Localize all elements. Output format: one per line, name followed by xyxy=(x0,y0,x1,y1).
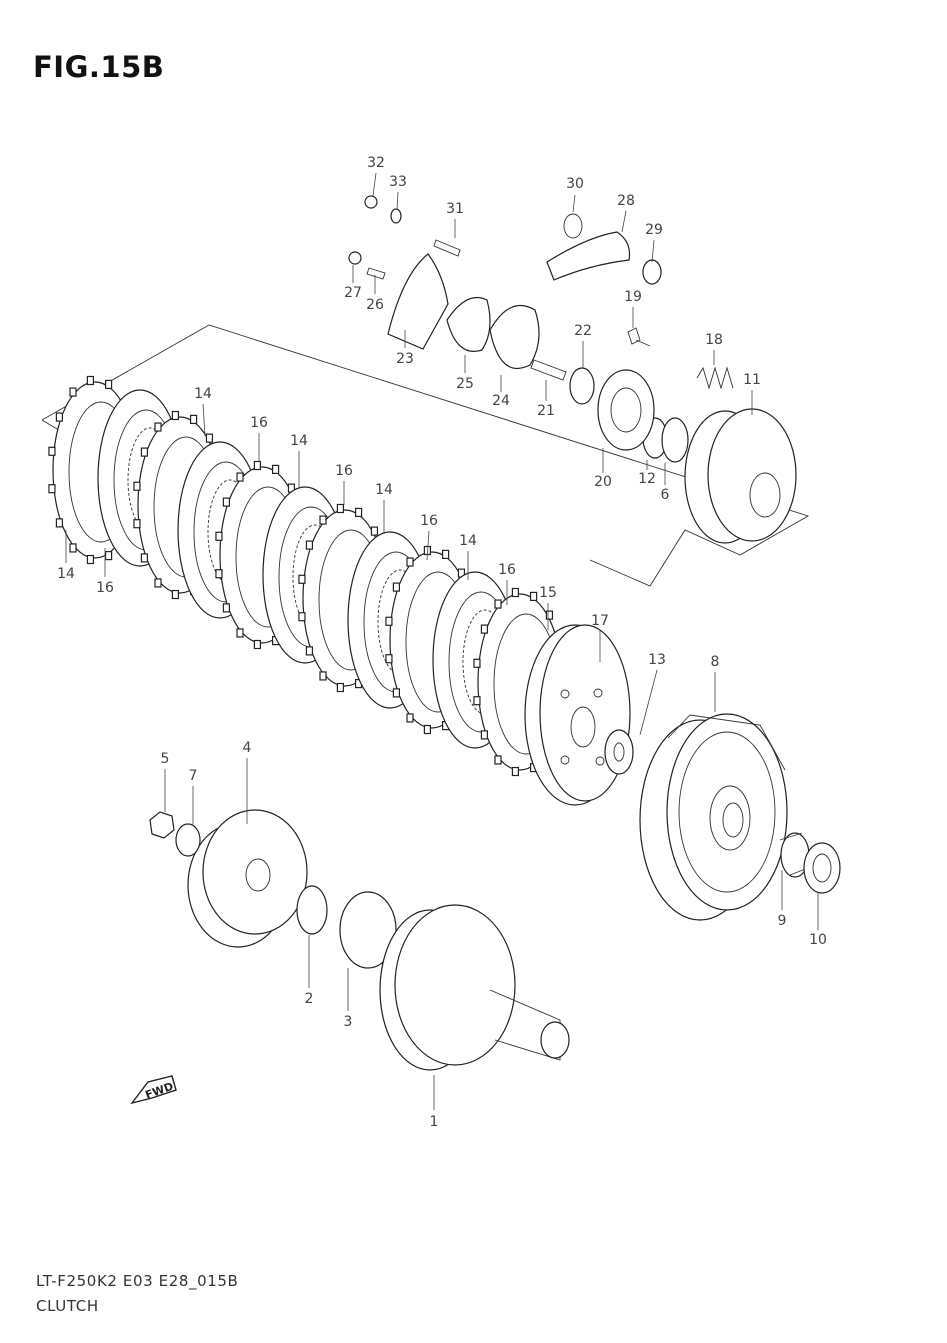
callout-number: 31 xyxy=(446,201,464,217)
callout-number: 14 xyxy=(459,533,477,549)
nut-32 xyxy=(364,195,378,209)
callout-number: 1 xyxy=(430,1114,439,1130)
leader-line xyxy=(372,172,377,197)
washer-2 xyxy=(296,885,328,935)
assembly-outline xyxy=(41,324,810,587)
push-rod-21 xyxy=(530,359,567,381)
nut-27 xyxy=(348,251,362,265)
callout-number: 22 xyxy=(574,323,592,339)
callout-number: 12 xyxy=(638,471,656,487)
bolt-31 xyxy=(433,239,461,257)
callout-number: 25 xyxy=(456,376,474,392)
callout-number: 27 xyxy=(344,285,362,301)
callout-number: 23 xyxy=(396,351,414,367)
leader-line xyxy=(651,239,655,263)
callout-number: 19 xyxy=(624,289,642,305)
washer-33 xyxy=(390,208,402,224)
bolt-19 xyxy=(627,327,651,347)
leader-line xyxy=(426,530,430,561)
callout-number: 2 xyxy=(305,991,314,1007)
bearing-22 xyxy=(569,367,595,405)
release-arm-28 xyxy=(546,231,631,281)
washer-7 xyxy=(175,823,201,857)
callout-number: 14 xyxy=(375,482,393,498)
clutch-drum xyxy=(379,904,570,1071)
plate-25 xyxy=(446,296,491,352)
callout-number: 16 xyxy=(420,513,438,529)
callout-number: 9 xyxy=(778,913,787,929)
section-name: CLUTCH xyxy=(36,1297,99,1315)
release-plate xyxy=(597,369,655,451)
leader-line xyxy=(572,194,576,213)
callout-number: 20 xyxy=(594,474,612,490)
clutch-housing xyxy=(639,713,788,921)
callout-number: 4 xyxy=(243,740,252,756)
fwd-arrow-icon: FWD xyxy=(130,1075,177,1105)
callout-number: 29 xyxy=(645,222,663,238)
clutch-shoe xyxy=(187,809,308,948)
sleeve-hub xyxy=(684,408,797,544)
callout-number: 15 xyxy=(539,585,557,601)
callout-number: 18 xyxy=(705,332,723,348)
release-cam-24 xyxy=(489,305,540,370)
callout-number: 13 xyxy=(648,652,666,668)
leader-line xyxy=(639,669,658,736)
callout-number: 8 xyxy=(711,654,720,670)
ring-29 xyxy=(642,259,662,285)
callout-number: 21 xyxy=(537,403,555,419)
callout-number: 28 xyxy=(617,193,635,209)
callout-number: 11 xyxy=(743,372,761,388)
washer-6 xyxy=(661,417,689,463)
bracket-23 xyxy=(387,253,449,350)
callout-number: 33 xyxy=(389,174,407,190)
callout-number: 7 xyxy=(189,768,198,784)
callout-number: 10 xyxy=(809,932,827,948)
callout-number: 30 xyxy=(566,176,584,192)
figure-title: FIG.15B xyxy=(33,50,165,84)
callout-number: 16 xyxy=(498,562,516,578)
ring-30 xyxy=(563,213,583,239)
leader-line xyxy=(396,191,399,211)
clutch-plates xyxy=(48,375,568,777)
nut-5 xyxy=(149,811,175,839)
callout-number: 16 xyxy=(96,580,114,596)
callout-number: 32 xyxy=(367,155,385,171)
washer-13 xyxy=(604,729,634,775)
leader-line xyxy=(621,210,627,233)
washer-10 xyxy=(803,842,841,894)
callout-number: 24 xyxy=(492,393,510,409)
callout-number: 6 xyxy=(661,487,670,503)
leader-line xyxy=(202,403,206,437)
callout-number: 16 xyxy=(335,463,353,479)
callout-number: 26 xyxy=(366,297,384,313)
one-way-clutch-3 xyxy=(339,891,397,969)
callout-number: 14 xyxy=(290,433,308,449)
model-code: LT-F250K2 E03 E28_015B xyxy=(36,1272,239,1290)
callout-number: 14 xyxy=(194,386,212,402)
pressure-plate xyxy=(524,624,631,806)
spring-18 xyxy=(696,366,734,390)
stud-26 xyxy=(366,267,386,280)
callout-number: 14 xyxy=(57,566,75,582)
callout-number: 17 xyxy=(591,613,609,629)
callout-number: 3 xyxy=(344,1014,353,1030)
callout-number: 5 xyxy=(161,751,170,767)
callout-number: 16 xyxy=(250,415,268,431)
